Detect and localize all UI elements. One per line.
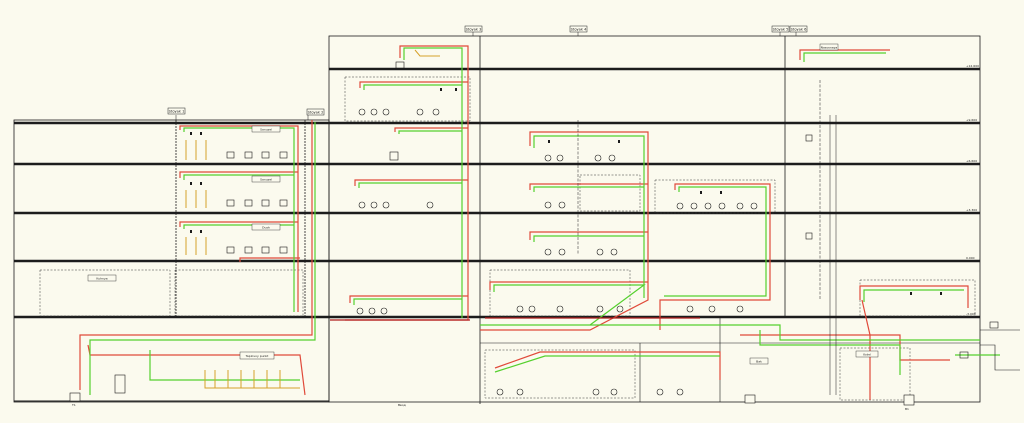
room-label-1: Sanuzel (260, 128, 272, 132)
level-mark-2: +9.600 (966, 118, 977, 122)
room-label-6: Nasosnaya (821, 46, 838, 50)
room-label-8: Kotel (863, 353, 871, 357)
note-bottom-right: В1 (905, 407, 909, 411)
return-pipes (185, 49, 440, 389)
cold-water-pipes (89, 47, 1000, 395)
level-mark-6: -3.000 (966, 312, 976, 316)
section-f-label: Stoyak 6 (791, 28, 807, 32)
section-e-label: Stoyak 5 (773, 28, 789, 32)
section-d-label: Stoyak 4 (571, 28, 587, 32)
section-header-tags: Stoyak 1 Stoyak 2 Stoyak 3 Stoyak 4 Stoy… (167, 25, 808, 116)
level-marks: +12.600 +9.600 +6.600 +3.300 0.000 -3.00… (966, 64, 979, 316)
room-label-2: Sanuzel (260, 178, 272, 182)
hot-water-pipes (79, 45, 969, 400)
section-c-label: Stoyak 3 (466, 28, 482, 32)
external-supply (959, 321, 1020, 371)
level-mark-5: 0.000 (966, 256, 975, 260)
note-bottom-center: Ввод (398, 403, 406, 407)
hatched-slab (330, 317, 700, 321)
building-structure (13, 35, 981, 404)
sanitary-fixtures (69, 61, 915, 406)
level-mark-3: +6.600 (966, 159, 977, 163)
level-mark-1: +12.600 (966, 64, 979, 68)
room-label-3: Dush (262, 226, 270, 230)
room-label-tags: Sanuzel Sanuzel Dush Kuhnya Teplovoy pun… (87, 43, 879, 365)
riser-stacks (175, 30, 837, 395)
room-outlines (39, 76, 976, 401)
room-label-4: Kuhnya (96, 277, 107, 281)
bottom-notes: Ввод Т1 В1 (71, 403, 909, 411)
valves-and-fittings (190, 88, 942, 295)
level-mark-4: +3.300 (966, 208, 977, 212)
section-b-label: Stoyak 2 (308, 111, 324, 115)
room-label-7: Bak (756, 360, 762, 364)
note-bottom-left: Т1 (71, 403, 76, 407)
room-label-5: Teplovoy punkt (245, 354, 270, 358)
section-a-label: Stoyak 1 (169, 110, 185, 114)
